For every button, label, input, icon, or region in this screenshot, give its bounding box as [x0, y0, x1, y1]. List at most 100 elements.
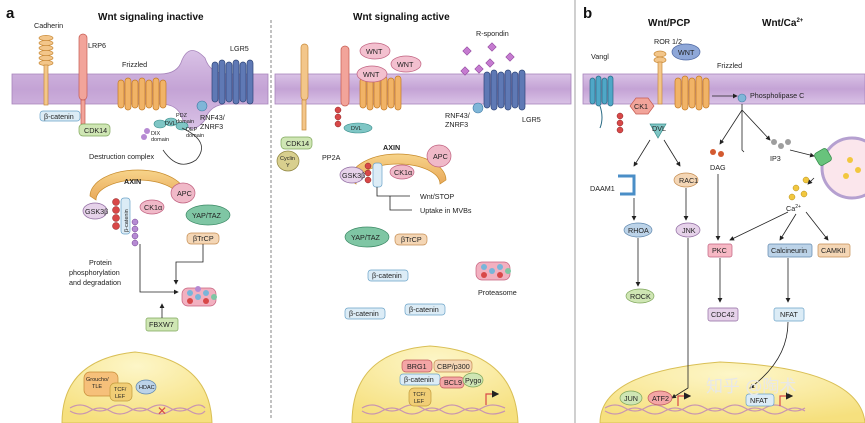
- pp2a-label: PP2A: [322, 153, 341, 162]
- dag-label: DAG: [710, 163, 726, 172]
- lrp6-icon-active: [300, 43, 309, 131]
- er-vesicle-icon: [814, 136, 865, 200]
- rnf43-label-active: RNF43/: [445, 111, 470, 120]
- phospholipase-icon: [737, 93, 747, 103]
- b-catenin-box-active-1: [367, 269, 409, 282]
- b-catenin-box-active-2: [344, 307, 386, 320]
- tcf-label-inactive: TCF/: [114, 387, 127, 393]
- daam1-icon: [618, 174, 636, 196]
- arrow-ip3-er: [789, 149, 815, 158]
- phospho-beads-inactive: [112, 198, 120, 230]
- ck1a-icon-active: [389, 164, 415, 180]
- frizzled-icon-b: [674, 75, 710, 111]
- b-catenin-box-complex: [372, 162, 383, 188]
- dvl-label-active: DVL: [351, 126, 362, 132]
- blocked-transcription-icon: ✕: [157, 404, 167, 418]
- transcription-arrow-ca: [779, 392, 794, 406]
- frizzled-label-b: Frizzled: [717, 61, 742, 70]
- panel-b-label: b: [583, 5, 592, 22]
- cdc42-label: CDC42: [711, 310, 735, 319]
- frizzled-label-inactive: Frizzled: [122, 60, 147, 69]
- apc-label-inactive: APC: [177, 189, 192, 198]
- b-catenin-label-active-3: β-catenin: [409, 305, 439, 314]
- brg1-box: [401, 359, 433, 373]
- membrane-active: [274, 73, 572, 105]
- plc-stem: [741, 104, 745, 153]
- dix-label: DIX: [151, 131, 161, 137]
- uptake-label: Uptake in MVBs: [420, 206, 472, 215]
- tcf-box-inactive: [109, 382, 133, 402]
- lgr5-label-active: LGR5: [522, 115, 541, 124]
- b-catenin-box-membrane: [39, 110, 81, 122]
- tcf-label-active: TCF/: [413, 392, 426, 398]
- rhoa-icon: [623, 222, 653, 238]
- yap-taz-icon-inactive: [185, 204, 231, 226]
- rnf43-icon: [196, 100, 208, 112]
- cyclin-y-label: Y: [286, 163, 290, 169]
- znrf3-label-inactive: ZNRF3: [200, 122, 223, 131]
- lgr5-label-inactive: LGR5: [230, 44, 249, 53]
- proteasome-label: Proteasome: [478, 288, 517, 297]
- frizzled-wnt-lrp-active: [334, 45, 402, 128]
- arrow-ip3: [741, 109, 771, 141]
- vangl-phospho: [616, 112, 624, 134]
- ubiquitin-beads-inactive: [131, 218, 139, 247]
- rhoa-label: RHOA: [628, 226, 649, 235]
- b-catenin-box-active-3: [404, 303, 446, 316]
- b-catenin-box-vertical: [120, 197, 131, 235]
- dvl-icon-b: [649, 123, 667, 139]
- cyclin-y-icon: [276, 150, 300, 172]
- uptake-line: [389, 196, 412, 211]
- wnt-pcp-title: Wnt/PCP: [648, 18, 691, 29]
- cdk14-label-inactive: CDK14: [84, 126, 107, 135]
- ror-label: ROR 1/2: [654, 37, 682, 46]
- arrow-dvl-daam1: [633, 139, 651, 167]
- title-active: Wnt signaling active: [353, 12, 450, 23]
- pdz-label: PDZ: [176, 113, 188, 119]
- daam1-label: DAAM1: [590, 184, 615, 193]
- gsk3b-label-inactive: GSK3β: [85, 207, 108, 216]
- vangl-tail: [599, 105, 603, 129]
- transcription-arrow-active: [485, 390, 500, 405]
- watermark-text: 知乎 @陶术: [706, 377, 796, 397]
- nfat-label-nucleus: NFAT: [750, 396, 768, 405]
- arrow-er-ca: [807, 177, 815, 185]
- wnt-label-2: WNT: [397, 60, 414, 69]
- b-catenin-label-active-2: β-catenin: [349, 309, 379, 318]
- title-inactive: Wnt signaling inactive: [98, 12, 204, 23]
- ck1-icon: [629, 97, 655, 115]
- axin-label-active: AXIN: [383, 143, 400, 152]
- ca-label: Ca2+: [786, 204, 801, 213]
- cbp-box: [433, 359, 473, 373]
- destruction-complex-label: Destruction complex: [89, 152, 155, 161]
- and-degradation-label: and degradation: [69, 278, 121, 287]
- hdac-label: HDAC: [139, 385, 155, 391]
- ror-icon: [653, 50, 667, 105]
- hdac-icon: [135, 379, 157, 395]
- bcl9-label: BCL9: [444, 378, 462, 387]
- tle-label: TLE: [92, 384, 102, 390]
- arrow-ca-pkc: [729, 211, 789, 241]
- calcineurin-box: [767, 243, 813, 258]
- ck1a-label-active: CK1α: [394, 168, 412, 177]
- dvl-icon-inactive: [141, 117, 202, 165]
- btrcp-box-active: [394, 233, 428, 246]
- frizzled-icon-inactive: [117, 77, 167, 111]
- nfat-label-cyto: NFAT: [780, 310, 798, 319]
- wnt-ligands-active: [356, 42, 422, 83]
- arrow-ca-camkii: [805, 211, 829, 241]
- dvl-icon-active: [343, 122, 373, 134]
- ca-ions: [788, 176, 810, 201]
- nfat-box-cyto: [773, 307, 805, 322]
- arrow-nfat-nucleus: [749, 321, 789, 389]
- cdk14-box-inactive: [78, 123, 111, 137]
- proteasome-icon-active: [475, 261, 511, 281]
- dvl-label-b: DVL: [652, 124, 666, 133]
- pygo-icon: [462, 372, 484, 388]
- cadherin-icon: [38, 35, 54, 106]
- pdz-domain-label: domain: [176, 119, 194, 125]
- gsk3b-icon-inactive: [82, 202, 108, 220]
- lgr5-icon-inactive: [211, 59, 254, 105]
- pkc-box: [707, 243, 733, 258]
- camkii-label: CAMKII: [821, 246, 846, 255]
